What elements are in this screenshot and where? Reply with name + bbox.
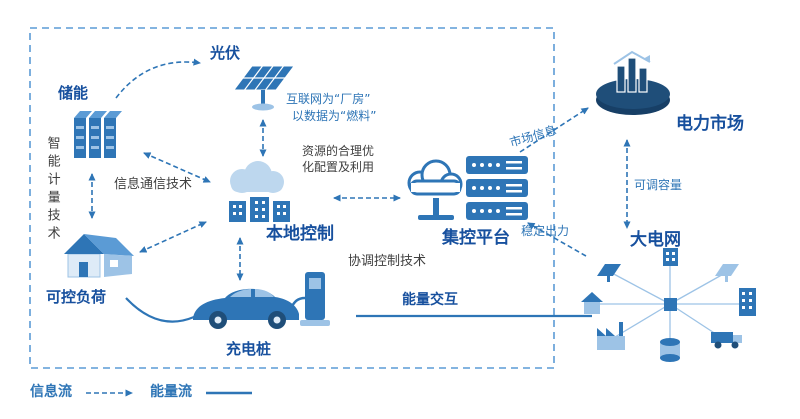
ict-label: 信息通信技术 bbox=[114, 177, 193, 192]
legend-info-flow-label: 信息流 bbox=[30, 384, 72, 400]
solar-panel-icon bbox=[222, 58, 297, 116]
legend-energy-flow-label: 能量流 bbox=[150, 384, 192, 400]
ev-car-charger-icon bbox=[185, 266, 330, 342]
local-control-label: 本地控制 bbox=[266, 224, 334, 244]
info-arrow-storage-localcontrol bbox=[143, 152, 211, 183]
market-label: 电力市场 bbox=[676, 114, 744, 134]
platform-label: 集控平台 bbox=[442, 228, 510, 248]
house-icon bbox=[58, 222, 138, 284]
internet-note-line1: 互联网为“厂房” bbox=[286, 92, 371, 106]
info-arrow-load-localcontrol bbox=[139, 221, 207, 253]
adjustable-capacity-label: 可调容量 bbox=[634, 178, 683, 192]
market-barchart-icon bbox=[592, 50, 674, 120]
info-arrow-storage-to-pv bbox=[115, 58, 201, 99]
charging-label: 充电桩 bbox=[226, 340, 272, 358]
info-arrow-grid-platform bbox=[527, 222, 587, 257]
coordination-label: 协调控制技术 bbox=[348, 254, 427, 269]
storage-label: 储能 bbox=[58, 84, 89, 102]
energy-exchange-label: 能量交互 bbox=[402, 292, 458, 308]
platform-cloud-servers-icon bbox=[398, 148, 533, 228]
internet-note-line2: 以数据为“燃料” bbox=[292, 109, 377, 123]
resource-note-line2: 化配置及利用 bbox=[302, 160, 375, 174]
cloud-buildings-icon bbox=[212, 156, 307, 228]
resource-note-line1: 资源的合理优 bbox=[302, 144, 375, 158]
pv-label: 光伏 bbox=[210, 44, 241, 62]
energy-line-load-car bbox=[125, 297, 195, 323]
grid-label: 大电网 bbox=[630, 230, 681, 250]
info-arrow-platform-market bbox=[519, 107, 589, 153]
smart-metering-label: 智能计量技术 bbox=[44, 136, 60, 244]
stable-output-label: 稳定出力 bbox=[521, 224, 570, 238]
load-label: 可控负荷 bbox=[46, 288, 107, 306]
grid-network-icon bbox=[575, 246, 770, 370]
battery-storage-icon bbox=[70, 102, 132, 164]
